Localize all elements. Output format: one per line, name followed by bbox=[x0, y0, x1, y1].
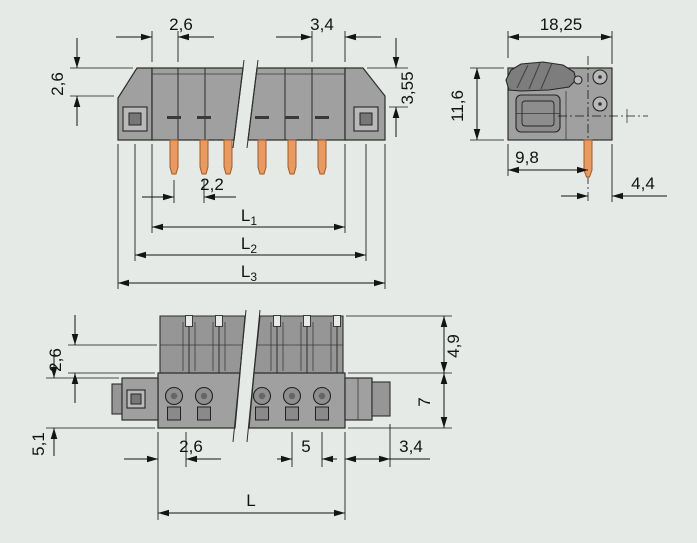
solder-pin bbox=[223, 139, 233, 175]
side-hole-upper-center bbox=[598, 75, 602, 79]
bottom-view: 2,6 5,1 4,9 7 2,6 bbox=[29, 309, 463, 520]
test-ports bbox=[167, 406, 329, 421]
flange-plate-right bbox=[371, 381, 391, 417]
left-flange-window-inner bbox=[128, 112, 142, 126]
tab-partitions bbox=[160, 322, 343, 373]
tab-block-right bbox=[253, 315, 344, 374]
dim-front-height-left: 2,6 bbox=[48, 72, 67, 96]
break-lines-front bbox=[232, 59, 259, 149]
right-flange-window bbox=[353, 106, 379, 132]
tab-block-left bbox=[159, 315, 246, 374]
solder-pin bbox=[199, 139, 209, 175]
solder-pin bbox=[169, 139, 179, 175]
dim-front-l1: L1 bbox=[241, 206, 257, 228]
flange-arm-right bbox=[344, 377, 373, 421]
dim-front-l2: L2 bbox=[241, 234, 257, 256]
lever-hatching bbox=[516, 62, 553, 90]
solder-pin bbox=[317, 139, 327, 175]
flange-hole-left-inner bbox=[130, 393, 142, 405]
dim-bottom-upper-height: 4,9 bbox=[444, 334, 463, 358]
pole-partitions bbox=[152, 68, 345, 140]
dim-bottom-body-height: 7 bbox=[415, 397, 434, 406]
dim-front-pin-gap: 2,2 bbox=[200, 175, 224, 194]
solder-pins bbox=[169, 139, 327, 175]
dim-front-pitch-first: 2,6 bbox=[169, 15, 193, 34]
dim-side-height: 11,6 bbox=[448, 90, 467, 122]
dim-side-pin-offset-back: 4,4 bbox=[631, 174, 655, 193]
right-flange-window-inner bbox=[359, 112, 373, 126]
front-connector-body bbox=[117, 67, 386, 141]
front-dimensions: 2,6 3,4 2,6 3,55 2,2 bbox=[48, 15, 417, 289]
dim-bottom-flange-drop: 5,1 bbox=[29, 432, 48, 456]
break-lines-bottom bbox=[232, 309, 261, 443]
dim-front-pitch-last: 3,4 bbox=[310, 15, 334, 34]
bottom-dimensions: 2,6 5,1 4,9 7 2,6 bbox=[29, 315, 463, 520]
dim-bottom-collar: 2,6 bbox=[46, 348, 65, 372]
locking-lever bbox=[505, 61, 577, 92]
dim-bottom-flange-width: 3,4 bbox=[399, 437, 423, 456]
front-body-left-half bbox=[151, 67, 244, 141]
dim-side-pin-offset-front: 9,8 bbox=[515, 148, 539, 167]
dim-front-l3: L3 bbox=[241, 262, 257, 284]
mounting-flange-right bbox=[344, 377, 391, 421]
dim-bottom-first-pitch: 2,6 bbox=[179, 437, 203, 456]
mounting-flange-left bbox=[111, 377, 159, 421]
front-body-right-half bbox=[247, 67, 346, 141]
front-view: 2,6 3,4 2,6 3,55 2,2 bbox=[48, 15, 417, 289]
lever-pivot bbox=[573, 75, 583, 85]
side-hole-lower-center bbox=[598, 102, 602, 106]
solder-pin bbox=[287, 139, 297, 175]
dim-front-height-right: 3,55 bbox=[398, 71, 417, 104]
solder-pin bbox=[257, 139, 267, 175]
dim-side-depth: 18,25 bbox=[540, 15, 583, 34]
dim-bottom-length: L bbox=[246, 491, 255, 510]
dim-bottom-pole-pitch: 5 bbox=[301, 437, 310, 456]
socket-holes bbox=[164, 386, 332, 406]
flange-plate-left bbox=[111, 383, 123, 415]
side-view: 18,25 11,6 9,8 4,4 bbox=[448, 15, 667, 202]
solder-pin-side bbox=[583, 139, 593, 178]
side-dimensions: 18,25 11,6 9,8 4,4 bbox=[448, 15, 667, 202]
